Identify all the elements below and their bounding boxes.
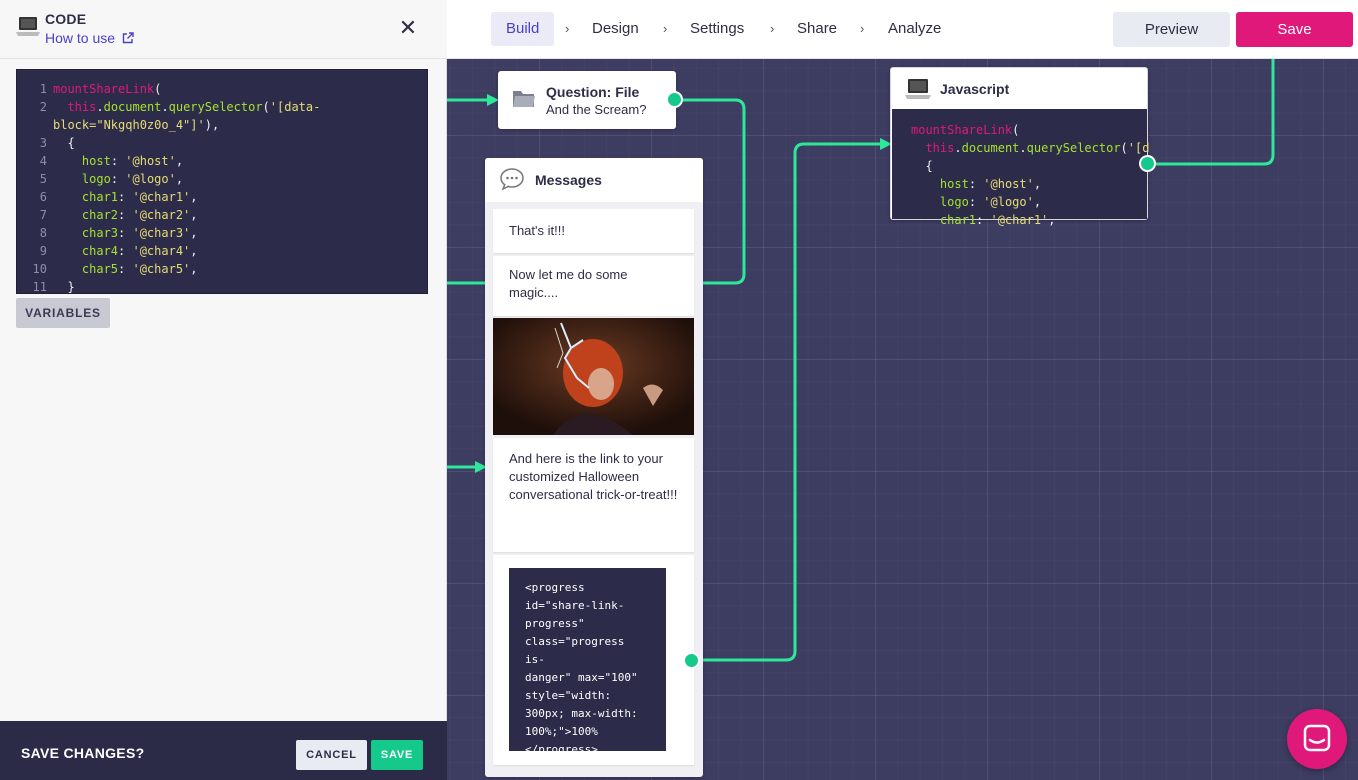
line-number: 4 [39, 154, 47, 168]
line-number: 10 [32, 262, 47, 276]
code-line[interactable]: 9 char4: '@char4', [17, 242, 427, 260]
variables-button[interactable]: VARIABLES [16, 298, 110, 328]
speech-bubble-icon [500, 168, 524, 191]
code-text: logo: '@logo', [81, 172, 184, 186]
line-number: 7 [39, 208, 47, 222]
code-line[interactable]: 2 this.document.querySelector('[data- [17, 98, 427, 116]
code-line[interactable]: 1 mountShareLink( [17, 80, 427, 98]
code-text: host: '@host', [81, 154, 184, 168]
wire-messages-to-js [692, 142, 885, 662]
arrow-messages [475, 461, 487, 473]
message-code-bubble[interactable]: <progress id="share-link- progress" clas… [493, 555, 694, 765]
messages-output-port[interactable] [683, 652, 700, 669]
wire-js-out [1148, 59, 1275, 166]
save-changes-button[interactable]: SAVE [371, 740, 423, 770]
line-number: 8 [39, 226, 47, 240]
code-line[interactable]: block="Nkgqh0z0o_4"]'), [17, 116, 427, 134]
question-file-node[interactable]: Question: File And the Scream? [498, 71, 676, 129]
messages-node-title: Messages [535, 172, 602, 188]
code-side-panel: CODE How to use ✕ 1 mountShareLink( 2 this… [0, 0, 447, 780]
code-text: this.document.querySelector('[data- [67, 100, 321, 114]
messages-node-header: Messages [485, 158, 703, 202]
code-text: char2: '@char2', [81, 208, 198, 222]
laptop-icon [16, 17, 40, 36]
message-bubble[interactable]: And here is the link to your customized … [493, 438, 694, 552]
code-text: { [53, 136, 75, 150]
line-number: 2 [39, 100, 47, 114]
code-text: } [53, 280, 75, 294]
wire-question-to-messages [676, 98, 746, 285]
line-number: 9 [39, 244, 47, 258]
code-text: char4: '@char4', [81, 244, 198, 258]
javascript-output-port[interactable] [1139, 155, 1156, 172]
message-gif-image[interactable] [493, 318, 694, 435]
code-line[interactable]: 7 char2: '@char2', [17, 206, 427, 224]
external-link-icon [122, 32, 134, 44]
code-line: logo: '@logo', [939, 195, 1042, 209]
arrow-question [487, 94, 499, 106]
cancel-button[interactable]: CANCEL [296, 740, 367, 770]
messages-node[interactable]: Messages That's it!!! Now let me do some… [485, 158, 703, 777]
code-line: char1: '@char1', [939, 213, 1056, 227]
connection-wires [447, 59, 1275, 662]
tab-share[interactable]: Share [797, 20, 838, 37]
question-node-subtitle: And the Scream? [546, 102, 647, 117]
message-bubble[interactable]: That's it!!! [493, 209, 694, 253]
code-line[interactable]: 6 char1: '@char1', [17, 188, 427, 206]
javascript-node-title: Javascript [940, 81, 1010, 97]
laptop-icon [905, 79, 931, 99]
close-icon[interactable]: ✕ [398, 15, 418, 40]
line-number: 11 [32, 280, 47, 294]
message-code-block: <progress id="share-link- progress" clas… [509, 568, 666, 756]
line-number: 5 [39, 172, 47, 186]
javascript-node-code-preview: mountShareLink( this.document.querySelec… [892, 109, 1150, 227]
code-line[interactable]: 5 logo: '@logo', [17, 170, 427, 188]
code-line[interactable]: 10 char5: '@char5', [17, 260, 427, 278]
how-to-use-link[interactable]: How to use [45, 30, 134, 46]
message-bubble[interactable]: Now let me do some magic.... [493, 256, 694, 316]
chat-launcher-button[interactable] [1287, 709, 1347, 769]
code-line: { [911, 159, 933, 173]
line-number: 6 [39, 190, 47, 204]
save-button[interactable]: Save [1236, 12, 1353, 47]
code-text: block="Nkgqh0z0o_4"]'), [53, 118, 220, 132]
chevron-right-icon: › [565, 21, 570, 36]
chevron-right-icon: › [860, 21, 865, 36]
witch-magic-image [493, 318, 694, 435]
code-text: char1: '@char1', [81, 190, 198, 204]
code-line[interactable]: 8 char3: '@char3', [17, 224, 427, 242]
code-text: mountShareLink( [53, 82, 162, 96]
line-number: 1 [39, 82, 47, 96]
code-line[interactable]: 11 } [17, 278, 427, 296]
question-node-title: Question: File [546, 84, 640, 100]
tab-settings[interactable]: Settings [690, 20, 745, 37]
code-line[interactable]: 4 host: '@host', [17, 152, 427, 170]
code-text: char3: '@char3', [81, 226, 198, 240]
code-line: host: '@host', [939, 177, 1042, 191]
code-text: char5: '@char5', [81, 262, 198, 276]
tab-design[interactable]: Design [592, 20, 639, 37]
save-changes-prompt: SAVE CHANGES? [21, 745, 145, 761]
code-line: this.document.querySelector('[d [925, 141, 1150, 155]
arrow-js [880, 138, 892, 150]
tab-build[interactable]: Build [491, 12, 555, 46]
top-navigation: Build › Design › Settings › Share › Anal… [447, 0, 1358, 59]
chevron-right-icon: › [770, 21, 775, 36]
chat-icon [1303, 724, 1331, 752]
code-editor[interactable]: 1 mountShareLink( 2 this.document.querySel… [16, 69, 428, 294]
code-line[interactable]: 3 { [17, 134, 427, 152]
panel-header: CODE How to use ✕ [0, 0, 447, 59]
question-output-port[interactable] [666, 91, 683, 108]
how-to-use-label: How to use [45, 30, 116, 46]
javascript-node[interactable]: Javascript mountShareLink( this.document… [890, 67, 1150, 227]
tab-analyze[interactable]: Analyze [888, 20, 942, 37]
chevron-right-icon: › [663, 21, 668, 36]
panel-title: CODE [45, 11, 87, 27]
code-line: mountShareLink( [911, 123, 1020, 137]
save-changes-bar: SAVE CHANGES? CANCEL SAVE [0, 721, 447, 780]
flow-canvas[interactable]: Question: File And the Scream? Javascrip… [447, 59, 1358, 780]
line-number: 3 [39, 136, 47, 150]
folder-icon [513, 91, 535, 107]
preview-button[interactable]: Preview [1113, 12, 1230, 47]
